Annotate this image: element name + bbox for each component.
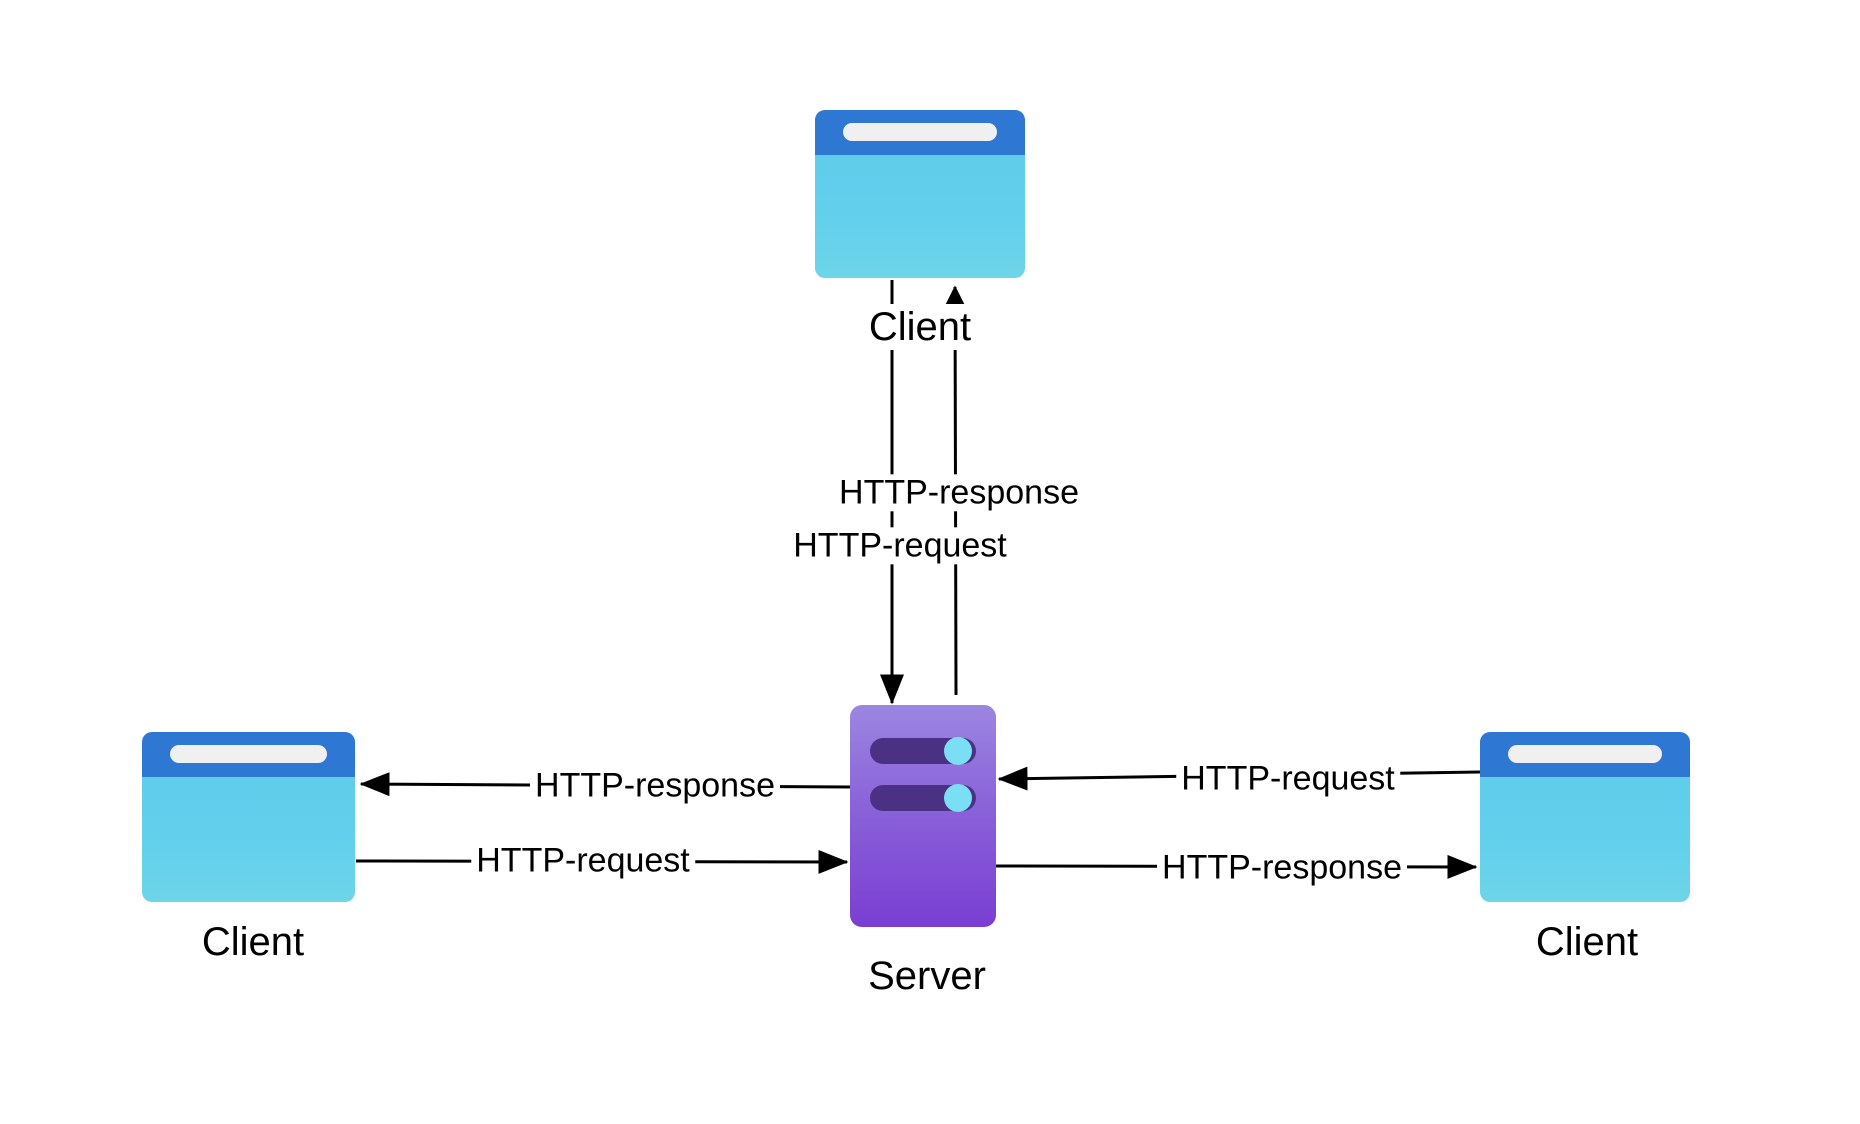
server-led-icon <box>944 784 972 812</box>
browser-header-bar <box>815 110 1025 155</box>
edge-label-left-response: HTTP-response <box>530 766 780 805</box>
browser-header-bar <box>1480 732 1690 777</box>
server-slot <box>870 737 976 765</box>
server-slot <box>870 784 976 812</box>
browser-body <box>142 777 355 902</box>
server-led-icon <box>944 737 972 765</box>
browser-header-bar <box>142 732 355 777</box>
edge-label-top-request: HTTP-request <box>788 526 1012 565</box>
edge-label-right-request: HTTP-request <box>1176 759 1400 798</box>
browser-body <box>1480 777 1690 902</box>
edge-label-top-response: HTTP-response <box>834 473 1084 512</box>
server-icon <box>850 705 996 927</box>
address-bar <box>1508 745 1662 763</box>
client-right-browser-icon <box>1480 732 1690 902</box>
server-label: Server <box>864 953 990 999</box>
edge-label-right-response: HTTP-response <box>1157 848 1407 887</box>
client-top-label: Client <box>864 304 976 350</box>
client-right-label: Client <box>1531 919 1643 965</box>
client-top-browser-icon <box>815 110 1025 278</box>
edge-label-left-request: HTTP-request <box>471 841 695 880</box>
client-left-label: Client <box>197 919 309 965</box>
client-left-browser-icon <box>142 732 355 902</box>
browser-body <box>815 155 1025 278</box>
address-bar <box>843 123 997 141</box>
address-bar <box>170 745 327 763</box>
